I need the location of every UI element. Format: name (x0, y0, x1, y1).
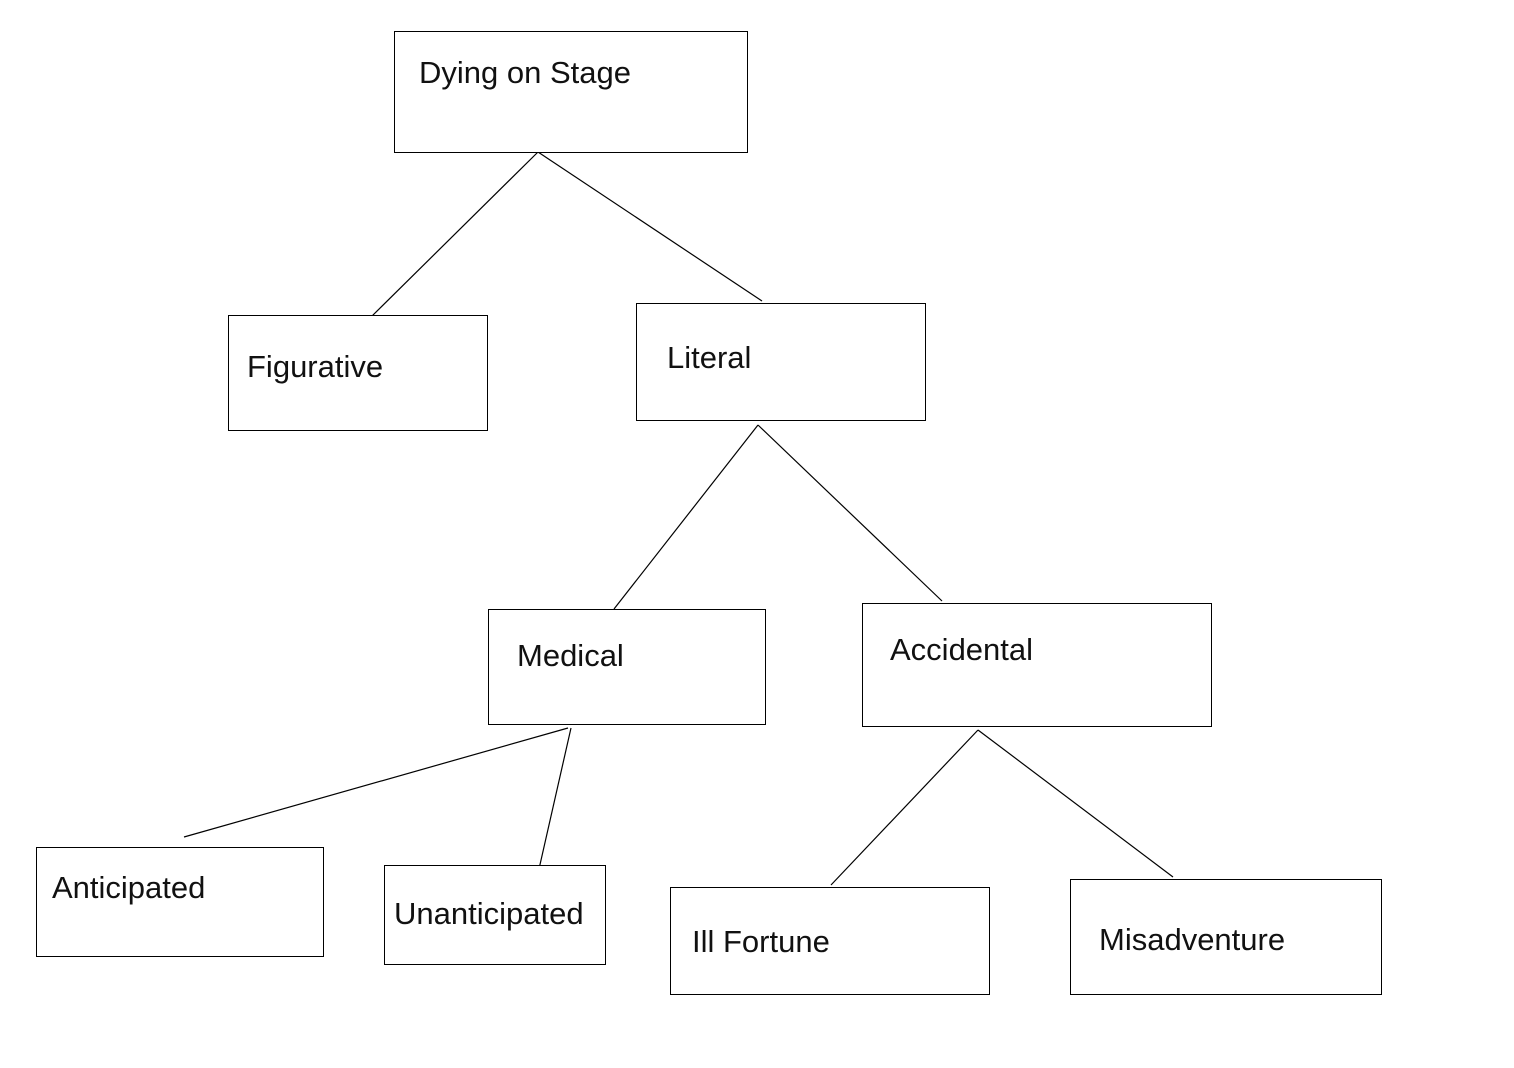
edge-literal-medical (613, 424, 759, 610)
edge-root-literal (537, 151, 763, 302)
node-literal: Literal (636, 303, 926, 421)
node-label: Medical (517, 638, 624, 673)
node-misadventure: Misadventure (1070, 879, 1382, 995)
edge-medical-unanticipated (538, 727, 572, 870)
node-figurative: Figurative (228, 315, 488, 431)
node-label: Ill Fortune (692, 924, 830, 959)
edge-accidental-misadventure (977, 729, 1174, 878)
node-label: Anticipated (52, 870, 206, 905)
node-anticipated: Anticipated (36, 847, 324, 957)
node-medical: Medical (488, 609, 766, 725)
edge-literal-accidental (757, 424, 943, 602)
node-label: Accidental (890, 632, 1034, 667)
node-dying-on-stage: Dying on Stage (394, 31, 748, 153)
node-label: Figurative (247, 349, 384, 384)
node-label: Unanticipated (394, 896, 584, 931)
node-label: Literal (667, 340, 752, 375)
node-label: Misadventure (1099, 922, 1286, 957)
node-accidental: Accidental (862, 603, 1212, 727)
edge-root-figurative (369, 151, 539, 319)
node-label: Dying on Stage (419, 55, 631, 90)
node-unanticipated: Unanticipated (384, 865, 606, 965)
node-ill-fortune: Ill Fortune (670, 887, 990, 995)
edge-accidental-ill-fortune (830, 729, 979, 886)
edge-medical-anticipated (183, 727, 569, 838)
